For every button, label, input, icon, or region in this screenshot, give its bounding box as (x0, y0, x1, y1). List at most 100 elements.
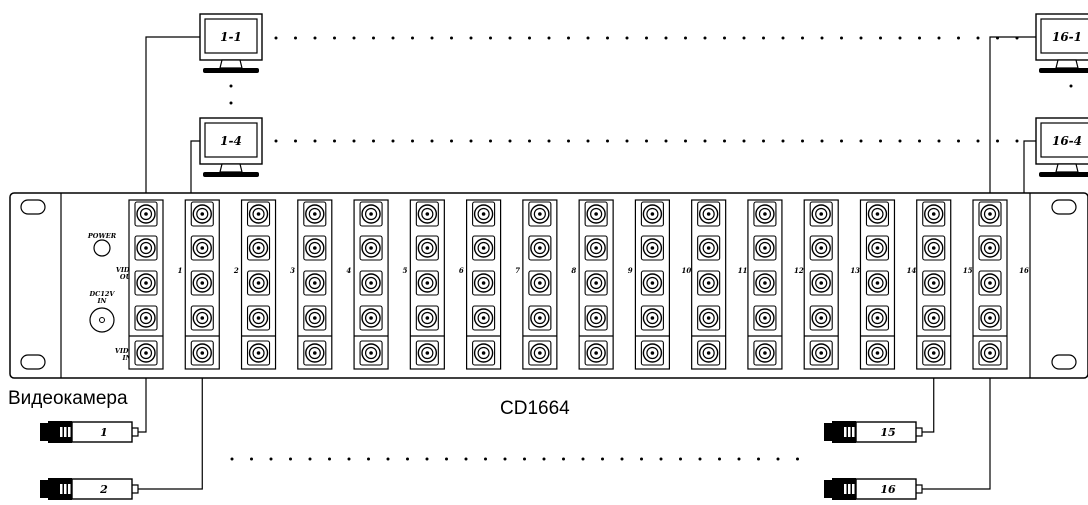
bnc-video-out-connector[interactable] (922, 201, 946, 227)
bnc-video-out-connector[interactable] (584, 305, 608, 331)
camera-lens-ribs (848, 427, 851, 437)
bnc-video-out-connector[interactable] (415, 235, 439, 261)
bnc-video-out-connector[interactable] (246, 201, 271, 227)
bnc-video-out-connector[interactable] (697, 201, 721, 227)
bnc-video-out-connector[interactable] (865, 270, 890, 296)
bnc-video-out-connector[interactable] (922, 235, 946, 261)
bnc-video-out-connector[interactable] (809, 305, 833, 331)
bnc-video-out-connector[interactable] (697, 305, 721, 331)
bnc-video-out-connector[interactable] (922, 305, 946, 331)
monitor-stand (1055, 163, 1079, 173)
bnc-video-out-connector[interactable] (134, 235, 158, 261)
bnc-video-out-connector[interactable] (697, 235, 721, 261)
bnc-video-out-connector[interactable] (584, 201, 608, 227)
bnc-video-out-connector[interactable] (415, 270, 439, 296)
bnc-video-out-connector[interactable] (753, 201, 777, 227)
bnc-video-in-connector[interactable] (978, 340, 1002, 366)
bnc-video-out-connector[interactable] (528, 201, 552, 227)
monitors: 1-11-416-116-4 (199, 13, 1088, 177)
bnc-video-out-connector[interactable] (359, 235, 383, 261)
bnc-video-out-connector[interactable] (809, 201, 833, 227)
bnc-video-out-connector[interactable] (472, 235, 496, 261)
column-13: 13 (803, 199, 860, 370)
bnc-video-out-connector[interactable] (472, 305, 496, 331)
bnc-video-in-connector[interactable] (415, 340, 439, 366)
bnc-video-out-connector[interactable] (528, 235, 552, 261)
bnc-video-in-connector[interactable] (584, 340, 608, 366)
bnc-video-out-connector[interactable] (640, 305, 664, 331)
bnc-video-out-connector[interactable] (753, 270, 777, 296)
bnc-video-in-connector[interactable] (753, 340, 777, 366)
camera-lens-ribs (852, 427, 855, 437)
column-number: 9 (628, 266, 633, 275)
bnc-video-out-connector[interactable] (472, 201, 496, 227)
bnc-video-out-connector[interactable] (415, 305, 439, 331)
bnc-video-out-connector[interactable] (359, 201, 383, 227)
bnc-video-in-connector[interactable] (640, 340, 664, 366)
bnc-video-in-connector[interactable] (359, 340, 383, 366)
bnc-video-out-connector[interactable] (303, 235, 327, 261)
bnc-video-out-connector[interactable] (190, 201, 214, 227)
bnc-video-in-connector[interactable] (303, 340, 327, 366)
bnc-video-out-connector[interactable] (753, 305, 777, 331)
camera-body (71, 478, 133, 500)
bnc-video-out-connector[interactable] (134, 201, 158, 227)
monitor-stand (1055, 59, 1079, 69)
bnc-video-out-connector[interactable] (809, 235, 833, 261)
bnc-video-in-connector[interactable] (922, 340, 946, 366)
bnc-video-out-connector[interactable] (246, 270, 271, 296)
bnc-video-in-connector[interactable] (472, 340, 496, 366)
bnc-video-out-connector[interactable] (584, 235, 608, 261)
column-number: 8 (571, 266, 576, 275)
bnc-video-out-connector[interactable] (640, 201, 664, 227)
bnc-video-out-connector[interactable] (978, 235, 1002, 261)
bnc-video-in-connector[interactable] (809, 340, 833, 366)
bnc-video-out-connector[interactable] (303, 201, 327, 227)
bnc-video-out-connector[interactable] (303, 305, 327, 331)
camera-lens-ribs (64, 427, 67, 437)
bnc-video-out-connector[interactable] (190, 235, 214, 261)
monitor-base (1039, 68, 1088, 73)
bnc-video-out-connector[interactable] (809, 270, 833, 296)
bnc-video-out-connector[interactable] (865, 235, 890, 261)
camera-2: 2 (40, 478, 139, 500)
monitor-screen (1040, 122, 1088, 158)
bnc-video-out-connector[interactable] (922, 270, 946, 296)
bnc-video-out-connector[interactable] (865, 305, 890, 331)
bnc-video-out-connector[interactable] (246, 305, 271, 331)
bnc-video-in-connector[interactable] (134, 340, 158, 366)
bnc-video-out-connector[interactable] (640, 235, 664, 261)
bnc-video-out-connector[interactable] (359, 270, 383, 296)
camera-lens-ribs (60, 427, 63, 437)
bnc-video-out-connector[interactable] (134, 305, 158, 331)
bnc-video-out-connector[interactable] (190, 270, 214, 296)
bnc-video-in-connector[interactable] (865, 340, 890, 366)
camera-connector (916, 427, 923, 437)
mount-hole-top-right (1051, 199, 1077, 215)
bnc-video-out-connector[interactable] (246, 235, 271, 261)
bnc-video-out-connector[interactable] (753, 235, 777, 261)
bnc-video-out-connector[interactable] (134, 270, 158, 296)
bnc-video-out-connector[interactable] (865, 201, 890, 227)
bnc-video-in-connector[interactable] (246, 340, 271, 366)
bnc-video-out-connector[interactable] (190, 305, 214, 331)
bnc-video-out-connector[interactable] (528, 270, 552, 296)
bnc-video-out-connector[interactable] (528, 305, 552, 331)
bnc-video-in-connector[interactable] (697, 340, 721, 366)
bnc-video-out-connector[interactable] (978, 305, 1002, 331)
bnc-video-out-connector[interactable] (978, 201, 1002, 227)
bnc-video-out-connector[interactable] (472, 270, 496, 296)
bnc-video-in-connector[interactable] (528, 340, 552, 366)
bnc-video-out-connector[interactable] (978, 270, 1002, 296)
camera-lens-ribs (852, 484, 855, 494)
bnc-video-out-connector[interactable] (640, 270, 664, 296)
bnc-video-out-connector[interactable] (415, 201, 439, 227)
bnc-video-out-connector[interactable] (584, 270, 608, 296)
bnc-video-out-connector[interactable] (303, 270, 327, 296)
mount-hole-top-left (20, 199, 46, 215)
bnc-video-out-connector[interactable] (359, 305, 383, 331)
bnc-video-in-connector[interactable] (190, 340, 214, 366)
bnc-video-out-connector[interactable] (697, 270, 721, 296)
